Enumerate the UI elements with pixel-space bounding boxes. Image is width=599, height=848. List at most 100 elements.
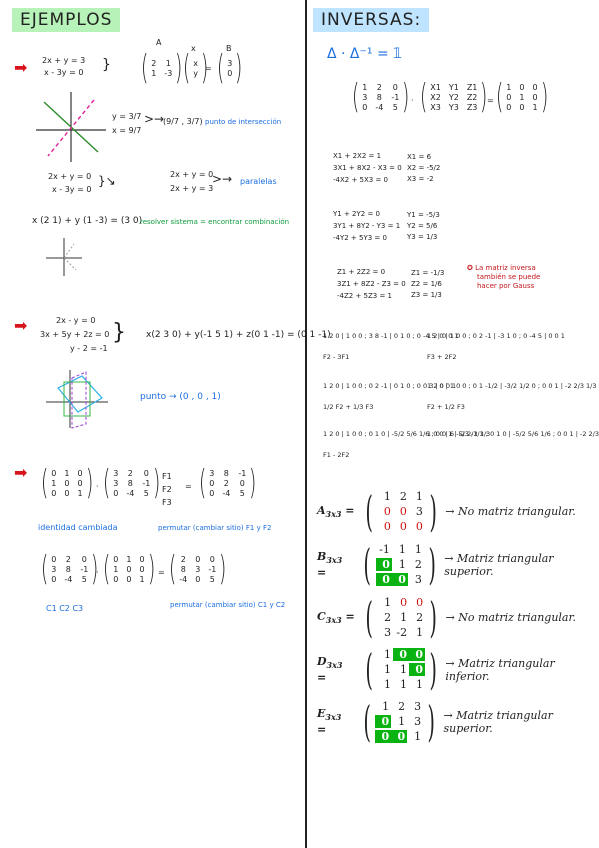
matrix-cell: 3 [113, 468, 119, 478]
ex6-label-right: permutar (cambiar sitio) C1 y C2 [170, 601, 286, 609]
matrix-cell: Z3 [466, 102, 478, 112]
matrix-cell: 0 [126, 574, 132, 584]
gauss1-left: 1 2 0 | 1 0 0 ; 3 8 -1 | 0 1 0 ; 0 -4 5 … [323, 332, 459, 340]
red-arrow-icon: ➡ [14, 463, 28, 482]
inv-dot: · [411, 96, 414, 105]
paren-right: ) [235, 48, 243, 88]
matrix-cell: 0 [77, 478, 83, 488]
matrix-cell: 0 [532, 82, 538, 92]
ex1-equals: = [205, 64, 212, 73]
sys-z-eq2: 3Z1 + 8Z2 - Z3 = 0 [337, 280, 406, 288]
matrix-cell: 0 [362, 102, 368, 112]
matrix-class-equals: = [341, 609, 355, 623]
paren-left: ( [168, 549, 177, 589]
sys-z-sol2: Z2 = 1/6 [411, 280, 442, 288]
matrix-class-cell: 0 [383, 505, 391, 518]
gauss2-left: 1 2 0 | 1 0 0 ; 0 2 -1 | 0 1 0 ; 0 0 3 |… [323, 382, 457, 390]
matrix-class-cell: 1 [384, 648, 392, 661]
ex1-intersection-graph [36, 92, 106, 162]
matrix-class-cell: 1 [398, 715, 406, 728]
sys-y-eq2: 3Y1 + 8Y2 - Y3 = 1 [333, 222, 401, 230]
red-arrow-icon: ➡ [14, 58, 28, 77]
paren-left: ( [102, 463, 111, 503]
matrix-cell: X2 [430, 92, 441, 102]
paren-right: ) [480, 77, 488, 117]
matrix-class-cell: 1 [382, 700, 390, 713]
matrix-cell: 0 [506, 102, 512, 112]
paren-left: ( [419, 77, 428, 117]
matrix-class-cell: -2 [396, 626, 408, 639]
ex1-label-x: x [191, 44, 196, 53]
matrix-cell: Y1 [448, 82, 459, 92]
paren-right: ) [249, 463, 257, 503]
matrix-cell: 8 [180, 564, 186, 574]
matrix-class-letter: D [317, 655, 327, 669]
ex5-row-f2: F2 [162, 485, 172, 494]
matrix-cell: 0 [209, 554, 215, 564]
matrix-class-cell: 0 [391, 573, 408, 586]
paren-right: ) [175, 48, 183, 88]
matrix-class-cell: 0 [400, 596, 408, 609]
matrix-cell: 0 [506, 92, 512, 102]
matrix-class-cell: -1 [379, 543, 390, 556]
gauss3-op1: F1 - 2F2 [323, 451, 350, 459]
paren-left: ( [216, 48, 225, 88]
matrix-class-cell: 2 [398, 700, 406, 713]
matrix-class-description: → Matriz triangular superior. [444, 551, 554, 578]
matrix-class-cell: 2 [416, 611, 424, 624]
sys-y-sol1: Y1 = -5/3 [407, 211, 440, 219]
sys-x-sol2: X2 = -5/2 [407, 164, 441, 172]
paren-right: ) [429, 644, 437, 694]
ex3-label: resolver sistema = encontrar combinación [140, 218, 290, 226]
paren-right: ) [200, 48, 209, 88]
ex6-equals: = [158, 568, 165, 577]
matrix-class-cell: 1 [414, 543, 422, 556]
matrix-cell: 3 [113, 478, 119, 488]
paren-right: ) [429, 592, 437, 642]
gauss1-op2: F3 + 2F2 [427, 353, 457, 361]
matrix-cell: 1 [51, 478, 57, 488]
matrix-class-description: → No matriz triangular. [445, 611, 577, 624]
matrix-cell: x [193, 58, 198, 68]
ex3-combination-eq: x (2 1) + y (1 -3) = (3 0) [32, 216, 143, 226]
matrix-cell: 1 [165, 58, 171, 68]
matrix-cell: -4 [222, 488, 231, 498]
matrix-cell: 0 [532, 92, 538, 102]
gauss1-mid: 1 2 0 | 1 0 0 ; 0 2 -1 | -3 1 0 ; 0 -4 5… [427, 332, 565, 340]
matrix-class-cell: 2 [384, 611, 392, 624]
matrix-class-cell: 1 [398, 558, 406, 571]
matrix-cell: 0 [126, 564, 132, 574]
delta-identity: Δ · Δ⁻¹ = 𝟙 [327, 46, 403, 62]
matrix-cell: X3 [430, 102, 441, 112]
inv-equals: = [487, 96, 494, 105]
matrix-class-description: → Matriz triangular inferior. [445, 656, 555, 683]
matrix-class-cell: 1 [398, 543, 406, 556]
matrix-cell: 5 [209, 574, 215, 584]
sys-z: Z1 + 2Z2 = 0 3Z1 + 8Z2 - Z3 = 0 -4Z2 + 5… [337, 266, 406, 302]
paren-left: ( [365, 486, 373, 536]
paren-right: ) [147, 549, 155, 589]
ejemplos-header: EJEMPLOS [12, 8, 121, 32]
matrix-cell: 3 [227, 58, 233, 68]
ex5-label-left: identidad cambiada [38, 523, 118, 532]
matrix-class-cell: 0 [391, 730, 408, 743]
matrix-cell: 8 [376, 92, 382, 102]
matrix-cell: 0 [139, 564, 145, 574]
sys-y-eq1: Y1 + 2Y2 = 0 [333, 210, 380, 218]
paren-right: ) [402, 77, 410, 117]
ex1-brace: } [102, 57, 111, 73]
matrix-class-cell: 0 [393, 648, 410, 661]
paren-right: ) [540, 77, 548, 117]
matrix-cell: Y3 [448, 102, 459, 112]
ex2-arrow: >→ [212, 172, 233, 186]
